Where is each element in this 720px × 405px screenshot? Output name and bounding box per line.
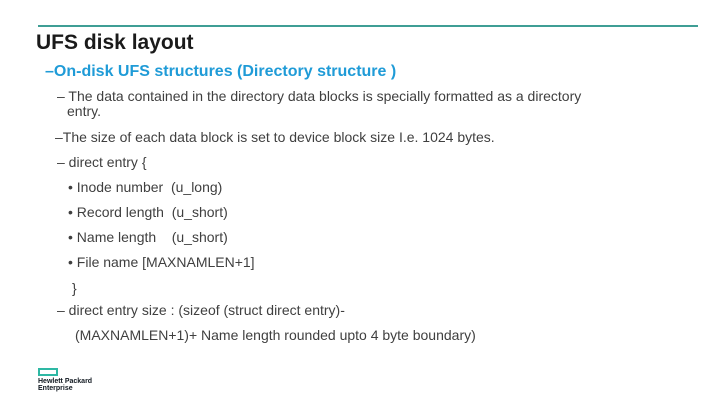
content-line: entry. (67, 103, 101, 119)
content-line: • Inode number (u_long) (68, 179, 223, 195)
hpe-logo: Hewlett Packard Enterprise (38, 368, 92, 392)
content-line: • Name length (u_short) (68, 229, 228, 245)
content-line: – direct entry { (57, 154, 147, 170)
logo-text-line: Enterprise (38, 385, 73, 392)
content-line: • Record length (u_short) (68, 204, 228, 220)
section-heading: –On-disk UFS structures (Directory struc… (45, 63, 397, 80)
content-line: • File name [MAXNAMLEN+1] (68, 254, 255, 270)
accent-rule (38, 25, 698, 27)
slide-title: UFS disk layout (36, 31, 194, 54)
content-line: – The data contained in the directory da… (57, 88, 582, 104)
content-line: –The size of each data block is set to d… (55, 129, 495, 145)
content-line: (MAXNAMLEN+1)+ Name length rounded upto … (75, 327, 476, 343)
content-line: – direct entry size : (sizeof (struct di… (57, 302, 345, 318)
hpe-element-icon (38, 368, 58, 376)
content-line: } (72, 280, 77, 296)
logo-text-line: Hewlett Packard (38, 378, 93, 385)
